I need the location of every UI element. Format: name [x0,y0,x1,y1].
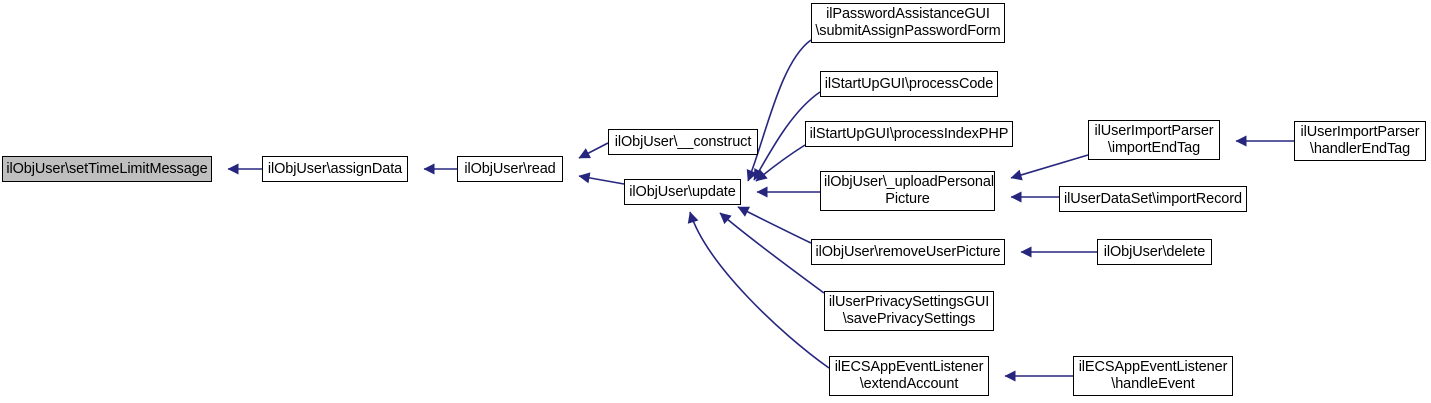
node-importRecord[interactable]: ilUserDataSet\importRecord [1059,186,1247,212]
node-uploadPersonalPicture[interactable]: ilObjUser\_uploadPersonal Picture [820,171,995,211]
edge-importEndTag-to-uploadPersonalPicture [1010,154,1089,181]
node-label-uploadPersonalPicture: ilObjUser\_uploadPersonal Picture [824,174,994,207]
edge-update-to-read [578,172,625,185]
node-label-submitAssignPasswordForm: ilPasswordAssistanceGUI \submitAssignPas… [815,6,1001,39]
node-label-savePrivacySettings: ilUserPrivacySettingsGUI \savePrivacySet… [828,294,990,327]
node-label-assignData: ilObjUser\assignData [267,160,403,177]
node-label-update: ilObjUser\update [629,183,736,200]
node-label-construct: ilObjUser\__construct [614,133,752,150]
node-handlerEndTag[interactable]: ilUserImportParser \handlerEndTag [1294,121,1426,161]
edge-processIndexPHP-to-update [755,144,806,182]
node-label-importRecord: ilUserDataSet\importRecord [1064,190,1242,207]
node-removeUserPicture[interactable]: ilObjUser\removeUserPicture [811,239,1005,265]
node-label-handleEvent: ilECSAppEventListener \handleEvent [1078,359,1228,392]
node-label-delete: ilObjUser\delete [1103,243,1206,260]
node-update[interactable]: ilObjUser\update [624,179,741,205]
node-label-handlerEndTag: ilUserImportParser \handlerEndTag [1300,124,1420,157]
node-setTimeLimitMessage[interactable]: ilObjUser\setTimeLimitMessage [2,156,212,182]
node-construct[interactable]: ilObjUser\__construct [608,129,758,155]
node-label-processIndexPHP: ilStartUpGUI\processIndexPHP [809,125,1009,142]
edge-savePrivacySettings-to-update [719,212,825,294]
node-extendAccount[interactable]: ilECSAppEventListener \extendAccount [829,356,989,396]
node-label-importEndTag: ilUserImportParser \importEndTag [1094,123,1214,156]
node-processIndexPHP[interactable]: ilStartUpGUI\processIndexPHP [805,121,1013,147]
node-label-setTimeLimitMessage: ilObjUser\setTimeLimitMessage [6,160,208,177]
node-handleEvent[interactable]: ilECSAppEventListener \handleEvent [1073,356,1233,396]
node-label-processCode: ilStartUpGUI\processCode [824,75,994,92]
node-savePrivacySettings[interactable]: ilUserPrivacySettingsGUI \savePrivacySet… [824,291,994,331]
node-delete[interactable]: ilObjUser\delete [1097,239,1212,265]
node-assignData[interactable]: ilObjUser\assignData [262,156,408,182]
edge-submitAssignPasswordForm-to-update [746,39,812,182]
node-label-extendAccount: ilECSAppEventListener \extendAccount [834,359,984,392]
edge-construct-to-read [578,142,609,159]
edge-extendAccount-to-update [687,211,830,369]
node-label-removeUserPicture: ilObjUser\removeUserPicture [815,243,1001,260]
node-submitAssignPasswordForm[interactable]: ilPasswordAssistanceGUI \submitAssignPas… [811,3,1005,43]
node-read[interactable]: ilObjUser\read [457,156,563,182]
node-importEndTag[interactable]: ilUserImportParser \importEndTag [1088,120,1220,160]
node-processCode[interactable]: ilStartUpGUI\processCode [820,71,998,97]
node-label-read: ilObjUser\read [464,160,556,177]
edge-removeUserPicture-to-update [737,206,812,244]
